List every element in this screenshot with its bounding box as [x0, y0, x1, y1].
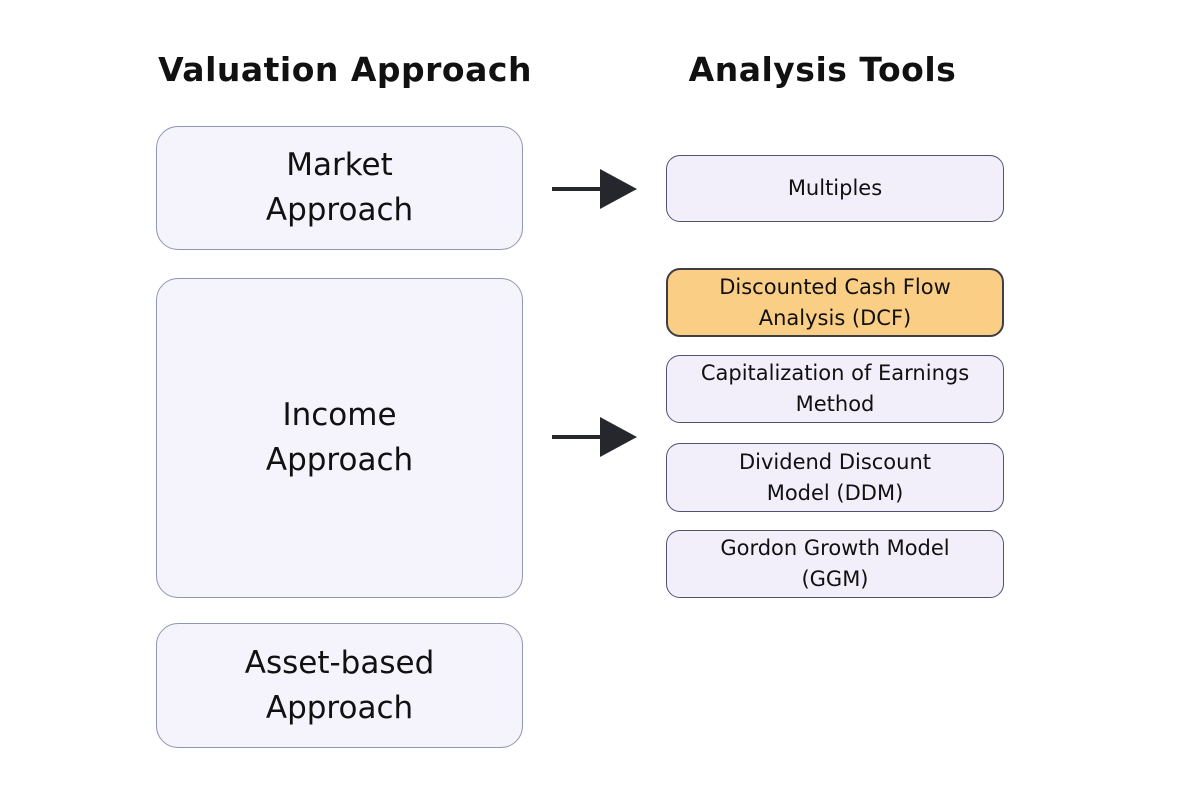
dividend-discount-model-box: Dividend Discount Model (DDM)	[666, 443, 1004, 512]
arrow-income-to-tools-icon	[552, 417, 637, 457]
income-approach-box: Income Approach	[156, 278, 523, 598]
asset-based-approach-box: Asset-based Approach	[156, 623, 523, 748]
column-title-analysis-tools: Analysis Tools	[688, 50, 957, 89]
column-title-valuation-approach: Valuation Approach	[158, 50, 532, 89]
market-approach-box: Market Approach	[156, 126, 523, 250]
gordon-growth-model-box: Gordon Growth Model (GGM)	[666, 530, 1004, 598]
arrow-market-to-multiples-icon	[552, 169, 637, 209]
capitalization-of-earnings-box: Capitalization of Earnings Method	[666, 355, 1004, 423]
discounted-cash-flow-box: Discounted Cash Flow Analysis (DCF)	[666, 268, 1004, 337]
multiples-box: Multiples	[666, 155, 1004, 222]
